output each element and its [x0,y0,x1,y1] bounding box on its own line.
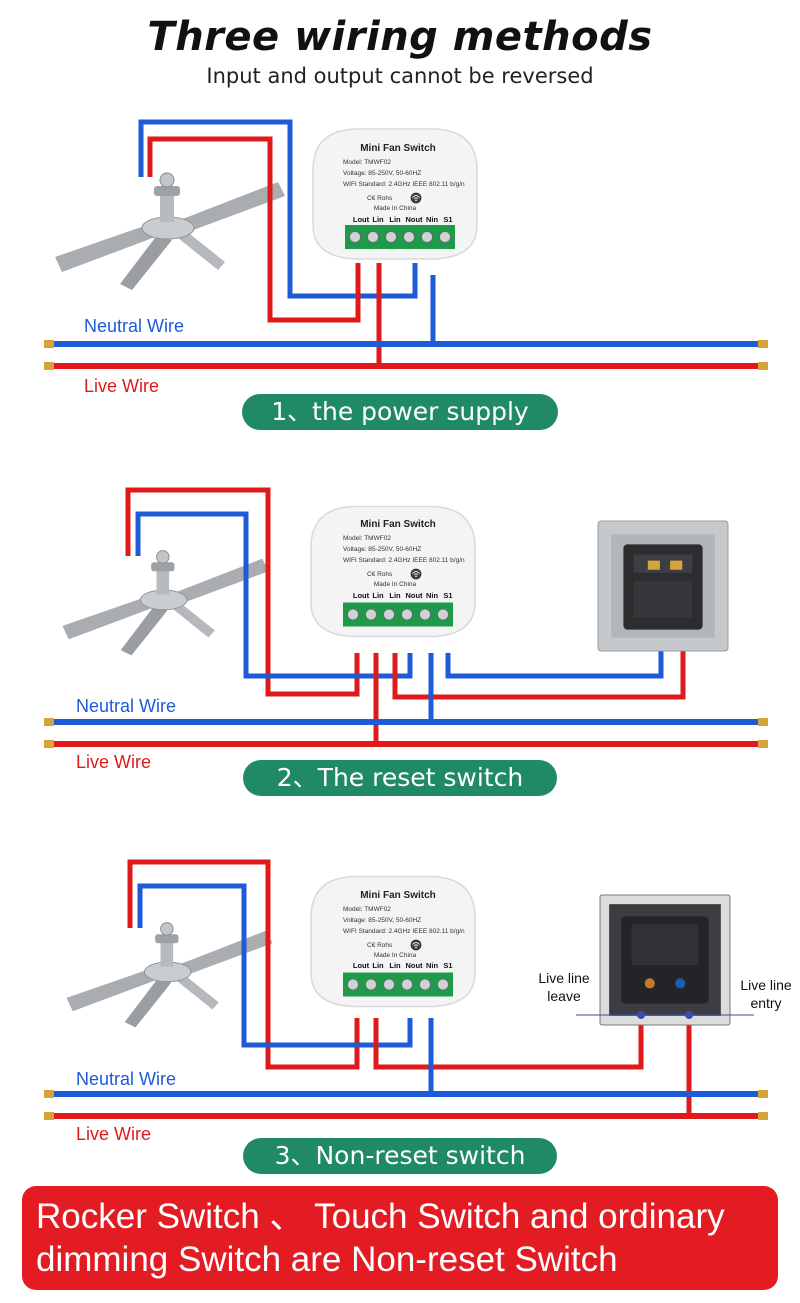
note-line-2: dimming Switch are Non-reset Switch [36,1240,618,1279]
terminal-s1: S1 [443,961,452,970]
module-wifi-standard: WIFI Standard: 2.4GHz IEEE 802.11 b/g/n [343,181,465,188]
module-model: Model: TMWF02 [343,906,391,913]
page-subtitle: Input and output cannot be reversed [206,64,594,88]
section-caption-1: 1、the power supply [242,394,558,430]
module-model: Model: TMWF02 [343,159,391,166]
module-cert: C€ Rohs [367,571,393,578]
neutral-wire-fan [137,883,413,1048]
terminal-lin-1: Lin [372,961,384,970]
terminal-lout: Lout [353,591,370,600]
note-line-1: Rocker Switch 、 Touch Switch and ordinar… [36,1197,725,1236]
live-line-entry-label-1: Live line [740,977,792,993]
module-cert: C€ Rohs [367,195,393,202]
terminal-nout: Nout [405,961,423,970]
terminal-lin-2: Lin [389,215,401,224]
wall-switch-icon [599,894,731,1026]
live-wire-fan [147,136,361,323]
page-title: Three wiring methods [147,14,653,60]
terminal-lout: Lout [353,215,370,224]
terminal-lin-1: Lin [372,591,384,600]
wifi-icon [410,192,422,204]
terminal-labels: Lout Lin Lin Nout Nin S1 [353,591,453,600]
section-2-diagram: Neutral Wire Live Wire Mini Fan Switch M… [44,487,768,772]
neutral-wire-label: Neutral Wire [76,696,176,716]
mini-fan-switch-module: Mini Fan Switch Model: TMWF02 Voltage: 8… [310,875,476,1008]
module-cert: C€ Rohs [367,942,393,949]
terminal-lin-2: Lin [389,591,401,600]
section-caption-2: 2、The reset switch [243,760,557,796]
module-wifi-standard: WIFI Standard: 2.4GHz IEEE 802.11 b/g/n [343,928,465,935]
live-line-entry-label-2: entry [750,995,781,1011]
terminal-lin-1: Lin [372,215,384,224]
module-voltage: Voltage: 85-250V, 50-60HZ [343,546,421,553]
terminal-nin: Nin [426,961,439,970]
live-wire-label: Live Wire [76,752,151,772]
mini-fan-switch-module: Mini Fan Switch Model: TMWF02 Voltage: 8… [310,505,476,638]
terminal-labels: Lout Lin Lin Nout Nin S1 [353,961,453,970]
terminal-nin: Nin [426,215,439,224]
terminal-nin: Nin [426,591,439,600]
terminal-lin-2: Lin [389,961,401,970]
module-name: Mini Fan Switch [360,890,436,901]
live-wire-fan [125,487,360,697]
section-3-diagram: Neutral Wire Live Wire Live line leave L… [44,859,792,1144]
terminal-s1: S1 [443,215,452,224]
module-name: Mini Fan Switch [360,519,436,530]
live-wire-label: Live Wire [84,376,159,396]
wifi-icon [410,568,422,580]
mini-fan-switch-module: Mini Fan Switch Model: TMWF02 Voltage: 8… [312,128,478,260]
terminal-lout: Lout [353,961,370,970]
section-1-diagram: Neutral Wire Live Wire Mini Fan Switch M… [44,119,768,396]
module-name: Mini Fan Switch [360,143,436,154]
terminal-nout: Nout [405,591,423,600]
module-model: Model: TMWF02 [343,535,391,542]
neutral-wire-label: Neutral Wire [76,1069,176,1089]
module-made-in: Made In China [374,205,417,212]
module-voltage: Voltage: 85-250V, 50-60HZ [343,917,421,924]
live-line-leave-label-2: leave [547,988,581,1004]
neutral-wire-fan [135,511,413,679]
non-reset-switch-note: Rocker Switch 、 Touch Switch and ordinar… [22,1186,778,1290]
wifi-icon [410,939,422,951]
ceiling-fan-icon [54,172,286,291]
wall-switch-icon [597,520,729,652]
module-made-in: Made In China [374,581,417,588]
module-wifi-standard: WIFI Standard: 2.4GHz IEEE 802.11 b/g/n [343,557,465,564]
terminal-labels: Lout Lin Lin Nout Nin S1 [353,215,453,224]
live-line-leave-label-1: Live line [538,970,590,986]
terminal-s1: S1 [443,591,452,600]
module-voltage: Voltage: 85-250V, 50-60HZ [343,170,421,177]
live-wire-fan [127,859,360,1070]
neutral-wire-fan [138,119,418,299]
ceiling-fan-icon [62,550,269,656]
section-caption-3: 3、Non-reset switch [243,1138,557,1174]
live-wire-label: Live Wire [76,1124,151,1144]
neutral-wire-label: Neutral Wire [84,316,184,336]
terminal-nout: Nout [405,215,423,224]
live-wire-leave [373,1015,644,1070]
module-made-in: Made In China [374,952,417,959]
